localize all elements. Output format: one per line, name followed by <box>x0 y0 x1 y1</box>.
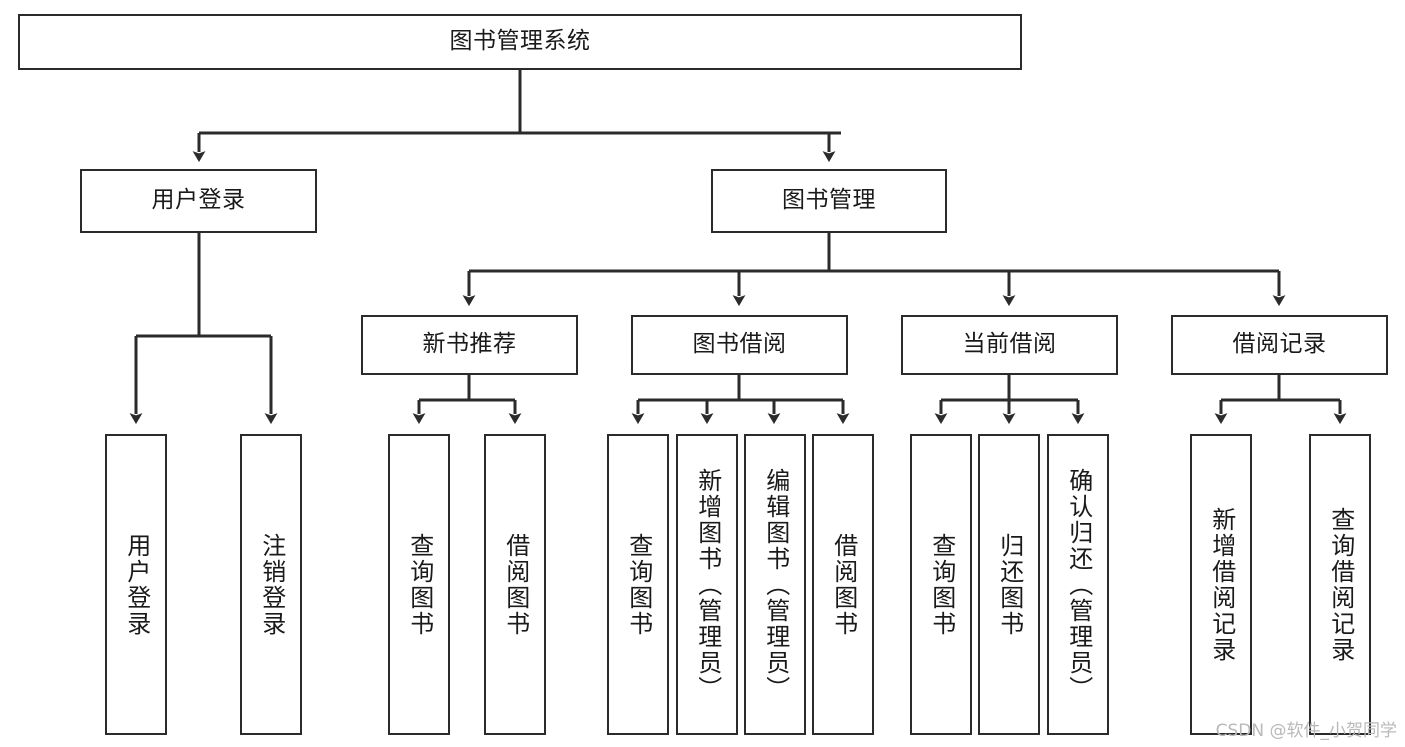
leaf-borrow-borrow-book-label: 借阅图书 <box>829 532 858 637</box>
node-user-login-label: 用户登录 <box>151 187 246 214</box>
leaf-borrow-query-book-label: 查询图书 <box>624 532 653 637</box>
leaf-current-return-book-label: 归还图书 <box>995 532 1024 637</box>
node-borrow-record-label: 借阅记录 <box>1232 331 1327 358</box>
leaf-current-confirm-return-label: 确认归还（管理员） <box>1064 467 1093 702</box>
node-current-borrow[interactable]: 当前借阅 <box>901 315 1118 375</box>
leaf-new-book-borrow[interactable]: 借阅图书 <box>484 434 546 735</box>
leaf-user-login-signout-label: 注销登录 <box>257 532 286 637</box>
leaf-new-book-query[interactable]: 查询图书 <box>388 434 450 735</box>
node-borrow-record[interactable]: 借阅记录 <box>1171 315 1388 375</box>
leaf-borrow-edit-book[interactable]: 编辑图书（管理员） <box>744 434 806 735</box>
node-new-book-recommend[interactable]: 新书推荐 <box>361 315 578 375</box>
node-user-login[interactable]: 用户登录 <box>80 169 317 233</box>
leaf-borrow-borrow-book[interactable]: 借阅图书 <box>812 434 874 735</box>
leaf-record-add[interactable]: 新增借阅记录 <box>1190 434 1252 735</box>
node-book-management[interactable]: 图书管理 <box>711 169 947 233</box>
node-root[interactable]: 图书管理系统 <box>18 14 1022 70</box>
leaf-borrow-add-book[interactable]: 新增图书（管理员） <box>676 434 738 735</box>
node-new-book-recommend-label: 新书推荐 <box>422 331 517 358</box>
node-root-label: 图书管理系统 <box>449 28 591 55</box>
leaf-record-query-label: 查询借阅记录 <box>1326 506 1355 663</box>
node-book-borrow[interactable]: 图书借阅 <box>631 315 848 375</box>
leaf-user-login-signin-label: 用户登录 <box>122 532 151 637</box>
leaf-new-book-query-label: 查询图书 <box>405 532 434 637</box>
leaf-current-return-book[interactable]: 归还图书 <box>978 434 1040 735</box>
node-book-borrow-label: 图书借阅 <box>692 331 787 358</box>
leaf-user-login-signin[interactable]: 用户登录 <box>105 434 167 735</box>
leaf-record-add-label: 新增借阅记录 <box>1207 506 1236 663</box>
leaf-current-query-book-label: 查询图书 <box>927 532 956 637</box>
leaf-user-login-signout[interactable]: 注销登录 <box>240 434 302 735</box>
leaf-borrow-add-book-label: 新增图书（管理员） <box>693 467 722 702</box>
leaf-current-confirm-return[interactable]: 确认归还（管理员） <box>1047 434 1109 735</box>
node-book-management-label: 图书管理 <box>782 187 876 214</box>
leaf-borrow-query-book[interactable]: 查询图书 <box>607 434 669 735</box>
node-current-borrow-label: 当前借阅 <box>962 331 1057 358</box>
leaf-current-query-book[interactable]: 查询图书 <box>910 434 972 735</box>
leaf-record-query[interactable]: 查询借阅记录 <box>1309 434 1371 735</box>
leaf-new-book-borrow-label: 借阅图书 <box>501 532 530 637</box>
watermark: CSDN @软件_小贺同学 <box>1215 721 1397 741</box>
leaf-borrow-edit-book-label: 编辑图书（管理员） <box>761 467 790 702</box>
